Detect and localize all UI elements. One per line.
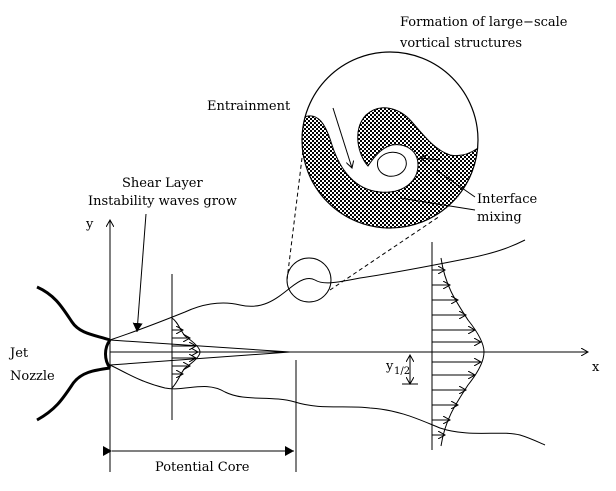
potential-core-lower-edge	[109, 351, 291, 366]
label-shear-line1: Shear Layer	[122, 176, 203, 191]
shear-layer-leader	[132, 213, 147, 333]
vortex-core	[377, 151, 407, 177]
label-shear-line2: Instability waves grow	[88, 194, 237, 209]
vortex-zoom	[301, 51, 479, 229]
label-x-axis: x	[592, 360, 600, 375]
vortex-structure	[302, 107, 478, 228]
jet-upper-boundary	[109, 239, 526, 341]
label-jet-line1: Jet	[8, 346, 29, 361]
label-potential-core: Potential Core	[155, 460, 250, 475]
vortex-rotation-arrow	[420, 158, 441, 160]
entrainment-arrow	[332, 107, 352, 168]
interface-leader-2	[399, 197, 476, 211]
zoom-line-left	[286, 149, 304, 281]
nozzle-upper-wall	[36, 285, 111, 342]
label-y-half: y	[385, 359, 394, 374]
velocity-profile-1-arrows	[172, 330, 198, 374]
velocity-profile-1	[171, 317, 201, 389]
velocity-profile-2-arrows	[432, 270, 481, 435]
zoom-line-right	[329, 215, 441, 291]
label-y-axis: y	[85, 217, 94, 232]
label-formation-line2: vortical structures	[399, 36, 522, 51]
potential-core-upper-edge	[109, 339, 291, 353]
label-entrainment: Entrainment	[207, 99, 291, 114]
zoom-source-circle	[286, 257, 332, 303]
zoom-circle	[301, 51, 479, 229]
jet-lower-boundary	[109, 364, 546, 446]
label-interface-line1: Interface	[477, 192, 537, 207]
nozzle-lower-wall	[36, 366, 111, 422]
interface-leader-1	[435, 169, 476, 198]
label-y-half-subscript: 1/2	[394, 366, 410, 377]
label-jet-line2: Nozzle	[10, 369, 55, 384]
label-formation-line1: Formation of large−scale	[400, 15, 568, 30]
nozzle-lip	[104, 339, 112, 369]
label-interface-line2: mixing	[477, 210, 522, 225]
